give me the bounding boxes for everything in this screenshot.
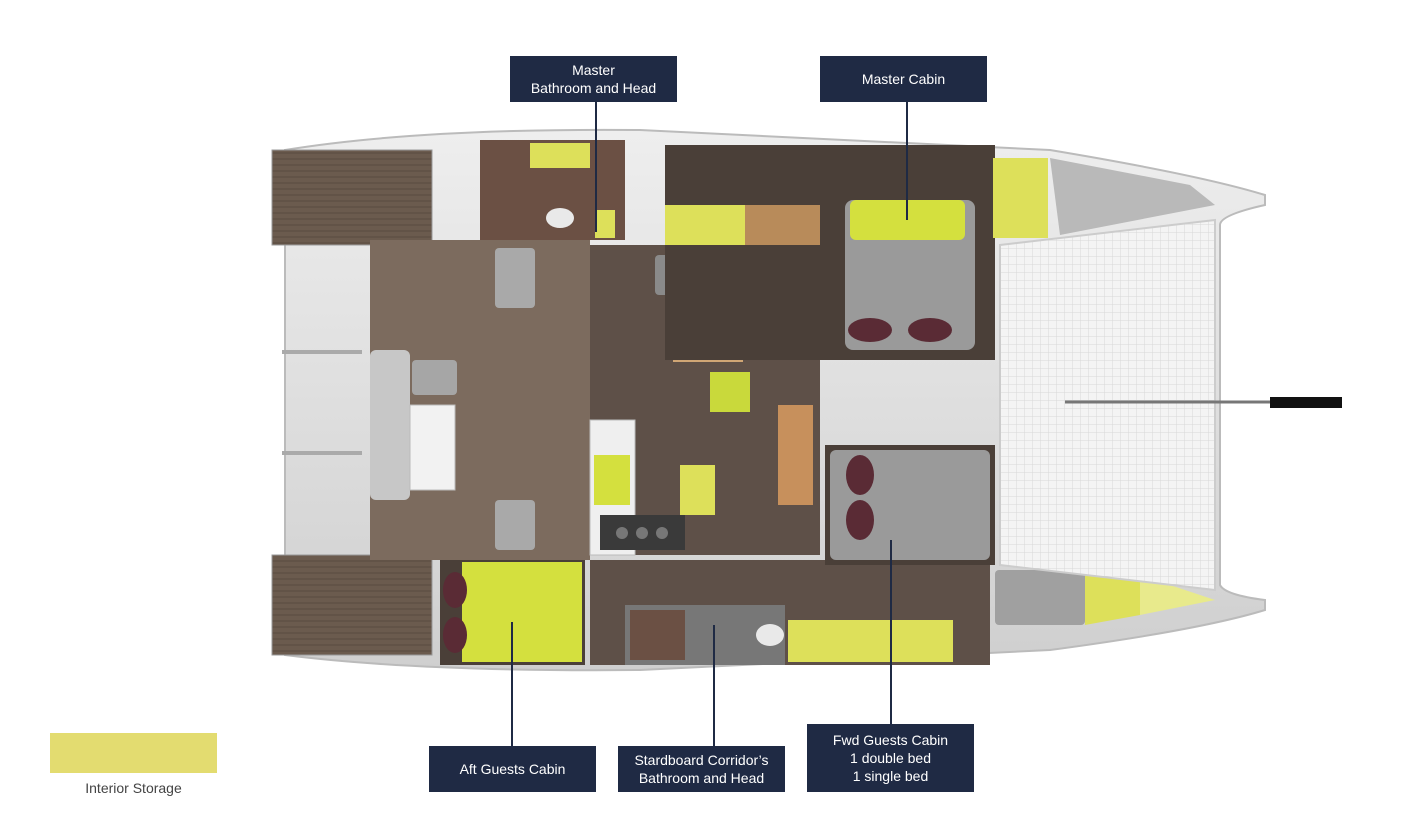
callout-aft-guests-cabin-line1: Aft Guests Cabin <box>459 761 566 777</box>
callout-master-bathroom: Master Bathroom and Head <box>510 56 677 102</box>
cockpit-stool <box>412 360 457 395</box>
corridor-storage <box>788 620 953 662</box>
master-bathroom-storage-2 <box>595 210 615 238</box>
bow-locker <box>1050 158 1215 235</box>
callout-master-cabin: Master Cabin <box>820 56 987 102</box>
master-bathroom-storage <box>530 143 590 168</box>
callout-master-cabin-line1: Master Cabin <box>861 71 946 87</box>
saloon-stool <box>710 372 750 412</box>
aft-step-top <box>271 149 433 246</box>
callout-fwd-guests-cabin-line2: 1 double bed <box>850 750 931 766</box>
trampoline <box>999 218 1216 592</box>
master-locker <box>993 158 1048 238</box>
callout-starboard-bathroom-line1: Stardboard Corridor’s <box>634 752 769 768</box>
master-storage-bench <box>665 205 745 245</box>
starboard-bathroom-floor <box>630 610 685 660</box>
callout-starboard-bathroom-line2: Bathroom and Head <box>638 770 765 786</box>
helm-seat-bottom <box>495 500 535 550</box>
chart-desk <box>778 405 813 505</box>
fwd-single-bed <box>995 570 1085 625</box>
bowsprit <box>1270 397 1342 408</box>
cockpit-table <box>409 404 456 491</box>
galley-storage <box>680 465 715 515</box>
callout-aft-guests-cabin: Aft Guests Cabin <box>429 746 596 792</box>
cockpit-bench <box>370 350 410 500</box>
legend-label: Interior Storage <box>85 780 182 796</box>
callout-fwd-guests-cabin-line1: Fwd Guests Cabin <box>832 732 949 748</box>
callout-master-bathroom-line2: Bathroom and Head <box>530 80 657 96</box>
callout-fwd-guests-cabin: Fwd Guests Cabin 1 double bed 1 single b… <box>807 724 974 792</box>
callout-starboard-bathroom: Stardboard Corridor’s Bathroom and Head <box>618 746 785 792</box>
aft-step-bottom <box>271 554 433 656</box>
legend-swatch-interior-storage <box>50 733 217 773</box>
fwd-storage-bow <box>1140 575 1215 615</box>
fwd-storage <box>1085 570 1140 625</box>
callout-master-bathroom-line1: Master <box>572 62 615 78</box>
master-desk <box>745 205 820 245</box>
helm-seat-top <box>495 248 535 308</box>
galley-sink <box>594 455 630 505</box>
aft-bed <box>462 562 582 662</box>
callout-fwd-guests-cabin-line3: 1 single bed <box>852 768 929 784</box>
